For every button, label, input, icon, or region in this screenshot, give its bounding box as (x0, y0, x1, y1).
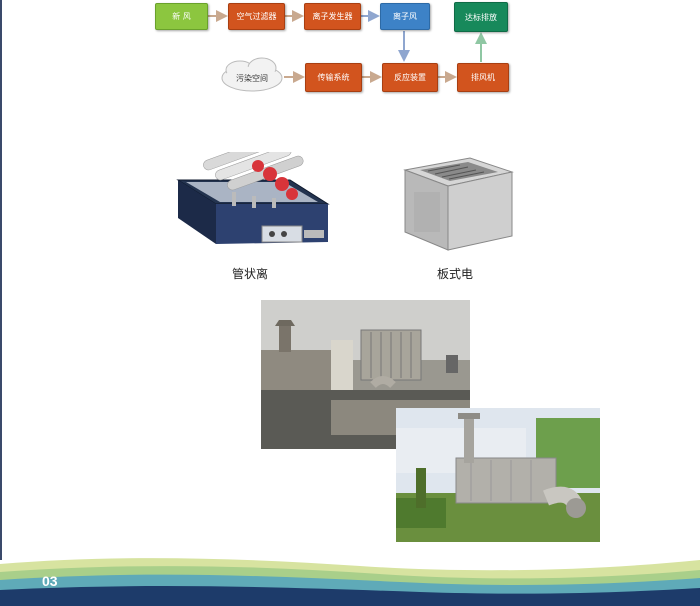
node-air-filter: 空气过滤器 (228, 3, 285, 30)
plate-type-caption: 板式电 (437, 267, 474, 281)
node-exhaust-fan: 排风机 (457, 63, 509, 92)
page-left-rule (0, 0, 2, 560)
node-reaction-device: 反应装置 (382, 63, 438, 92)
node-label: 离子发生器 (312, 12, 353, 21)
node-label: 传输系统 (317, 73, 350, 82)
node-ion-generator: 离子发生器 (304, 3, 361, 30)
installation-photo-2 (396, 408, 600, 542)
plate-device-image (403, 157, 514, 251)
node-label: 达标排放 (465, 12, 497, 22)
flow-arrows (208, 10, 487, 92)
node-polluted-space: 污染空间 (236, 74, 268, 83)
node-label: 排风机 (471, 73, 495, 82)
node-ion-air: 离子风 (380, 3, 430, 30)
installation-photo-1 (261, 300, 470, 449)
node-label: 离子风 (393, 12, 417, 21)
cloud-shape (221, 57, 283, 92)
tube-type-caption: 管状离 (232, 267, 269, 281)
footer-waves (0, 558, 700, 606)
node-compliant-emission: 达标排放 (454, 2, 508, 32)
node-label: 反应装置 (394, 73, 426, 82)
node-fresh-air: 新 风 (155, 3, 208, 30)
node-transport-system: 传输系统 (305, 63, 362, 92)
tube-ion-device-image (176, 152, 330, 244)
node-label: 新 风 (172, 12, 191, 21)
page-number: 03 (42, 573, 58, 589)
node-label: 空气过滤器 (236, 12, 277, 21)
